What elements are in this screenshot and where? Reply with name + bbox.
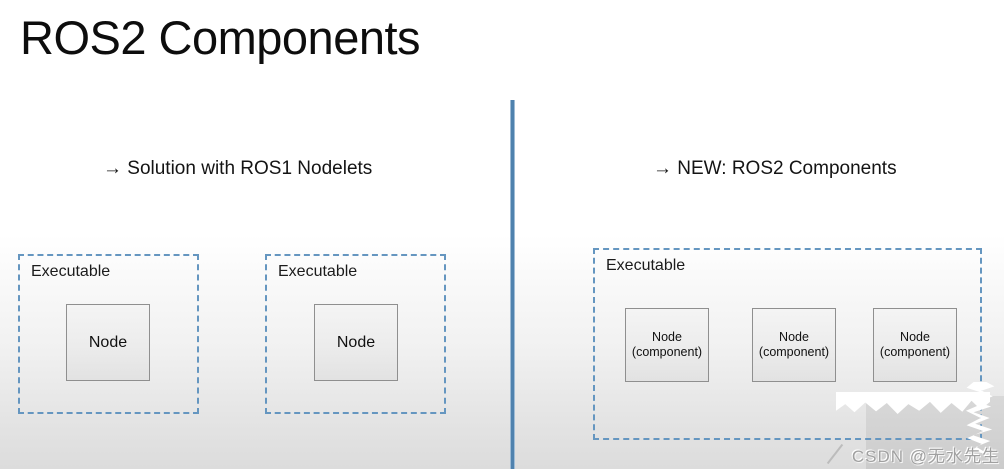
right-section-heading: → NEW: ROS2 Components [653,158,897,179]
node-label: Node [900,330,930,344]
executable-box-ros1-2: Executable [265,254,446,414]
node-label: Node [652,330,682,344]
node-sublabel: (component) [631,345,703,359]
page-title: ROS2 Components [20,11,421,64]
node-component-box: Node (component) [873,308,957,382]
executable-label: Executable [31,263,111,280]
watermark-slash-mark [826,443,844,465]
executable-label: Executable [606,257,686,274]
left-section-heading: → Solution with ROS1 Nodelets [103,158,373,179]
node-component-box: Node (component) [752,308,836,382]
executable-box-ros1-1: Executable [18,254,199,414]
node-label: Node [779,330,809,344]
watermark-text: CSDN @无水先生 [851,447,1000,466]
node-sublabel: (component) [758,345,830,359]
node-box: Node [66,304,150,381]
node-label: Node [336,333,376,351]
executable-label: Executable [278,263,358,280]
node-label: Node [88,333,128,351]
section-divider-line [511,100,514,469]
node-box: Node [314,304,398,381]
executable-box-ros2: Executable [593,248,982,440]
node-component-box: Node (component) [625,308,709,382]
node-sublabel: (component) [879,345,951,359]
